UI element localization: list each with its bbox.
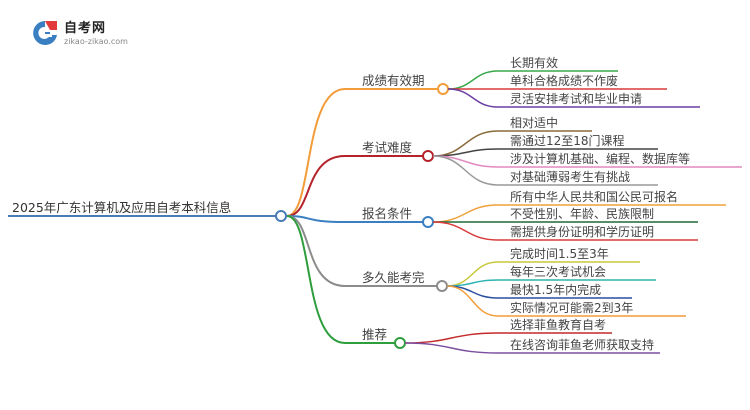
child-label-1-1[interactable]: 长期有效: [510, 55, 558, 70]
child-label-4-3[interactable]: 最快1.5年内完成: [510, 282, 601, 297]
branch-node-3[interactable]: [422, 216, 434, 228]
child-label-3-3[interactable]: 需提供身份证明和学历证明: [510, 224, 654, 239]
logo-title: 自考网: [64, 21, 107, 36]
child-connector-5-1: [404, 332, 499, 344]
child-label-3-2[interactable]: 不受性别、年龄、民族限制: [510, 207, 654, 221]
child-label-1-2[interactable]: 单科合格成绩不作废: [510, 73, 618, 88]
root-connector-3: [286, 215, 346, 223]
site-logo[interactable]: 自考网 zikao-zikao.com: [30, 16, 170, 56]
root-connector-4: [286, 215, 346, 287]
child-connector-1-1: [447, 70, 499, 90]
branch-label-2[interactable]: 考试难度: [362, 140, 413, 155]
root-label[interactable]: 2025年广东计算机及应用自考本科信息: [12, 200, 231, 215]
child-connector-4-4: [446, 285, 499, 317]
branch-node-5[interactable]: [394, 337, 406, 349]
child-connector-3-1: [432, 204, 499, 223]
child-connector-3-3: [432, 221, 499, 241]
child-label-5-2[interactable]: 在线咨询菲鱼老师获取支持: [510, 337, 654, 352]
root-connector-2: [286, 155, 346, 217]
child-label-4-4[interactable]: 实际情况可能需2到3年: [510, 300, 633, 315]
child-label-2-1[interactable]: 相对适中: [510, 115, 558, 130]
child-label-2-3[interactable]: 涉及计算机基础、编程、数据库等: [510, 151, 690, 166]
child-label-1-3[interactable]: 灵活安排考试和毕业申请: [510, 91, 642, 106]
branch-label-3[interactable]: 报名条件: [362, 206, 412, 221]
child-connector-1-3: [447, 88, 499, 108]
child-label-3-1[interactable]: 所有中华人民共和国公民可报名: [510, 189, 678, 204]
branch-node-2[interactable]: [422, 150, 434, 162]
logo-url: zikao-zikao.com: [64, 37, 128, 46]
root-connector-5: [286, 215, 346, 344]
branch-node-4[interactable]: [436, 280, 448, 292]
branch-label-4[interactable]: 多久能考完: [362, 270, 425, 285]
branch-label-5[interactable]: 推荐: [362, 327, 387, 342]
root-node[interactable]: [275, 210, 287, 222]
child-label-4-2[interactable]: 每年三次考试机会: [510, 264, 606, 279]
child-label-4-1[interactable]: 完成时间1.5至3年: [510, 246, 609, 261]
child-connector-2-4: [432, 155, 499, 186]
child-connector-2-2: [432, 148, 499, 157]
logo-icon: [33, 21, 57, 45]
child-connector-4-2: [446, 279, 499, 287]
child-connector-5-2: [404, 342, 499, 354]
branch-label-1[interactable]: 成绩有效期: [362, 73, 425, 88]
branch-node-1[interactable]: [437, 83, 449, 95]
child-label-2-4[interactable]: 对基础薄弱考生有挑战: [510, 169, 630, 184]
child-label-5-1[interactable]: 选择菲鱼教育自考: [510, 317, 606, 332]
child-label-2-2[interactable]: 需通过12至18门课程: [510, 133, 625, 148]
root-connector-1: [286, 88, 346, 217]
